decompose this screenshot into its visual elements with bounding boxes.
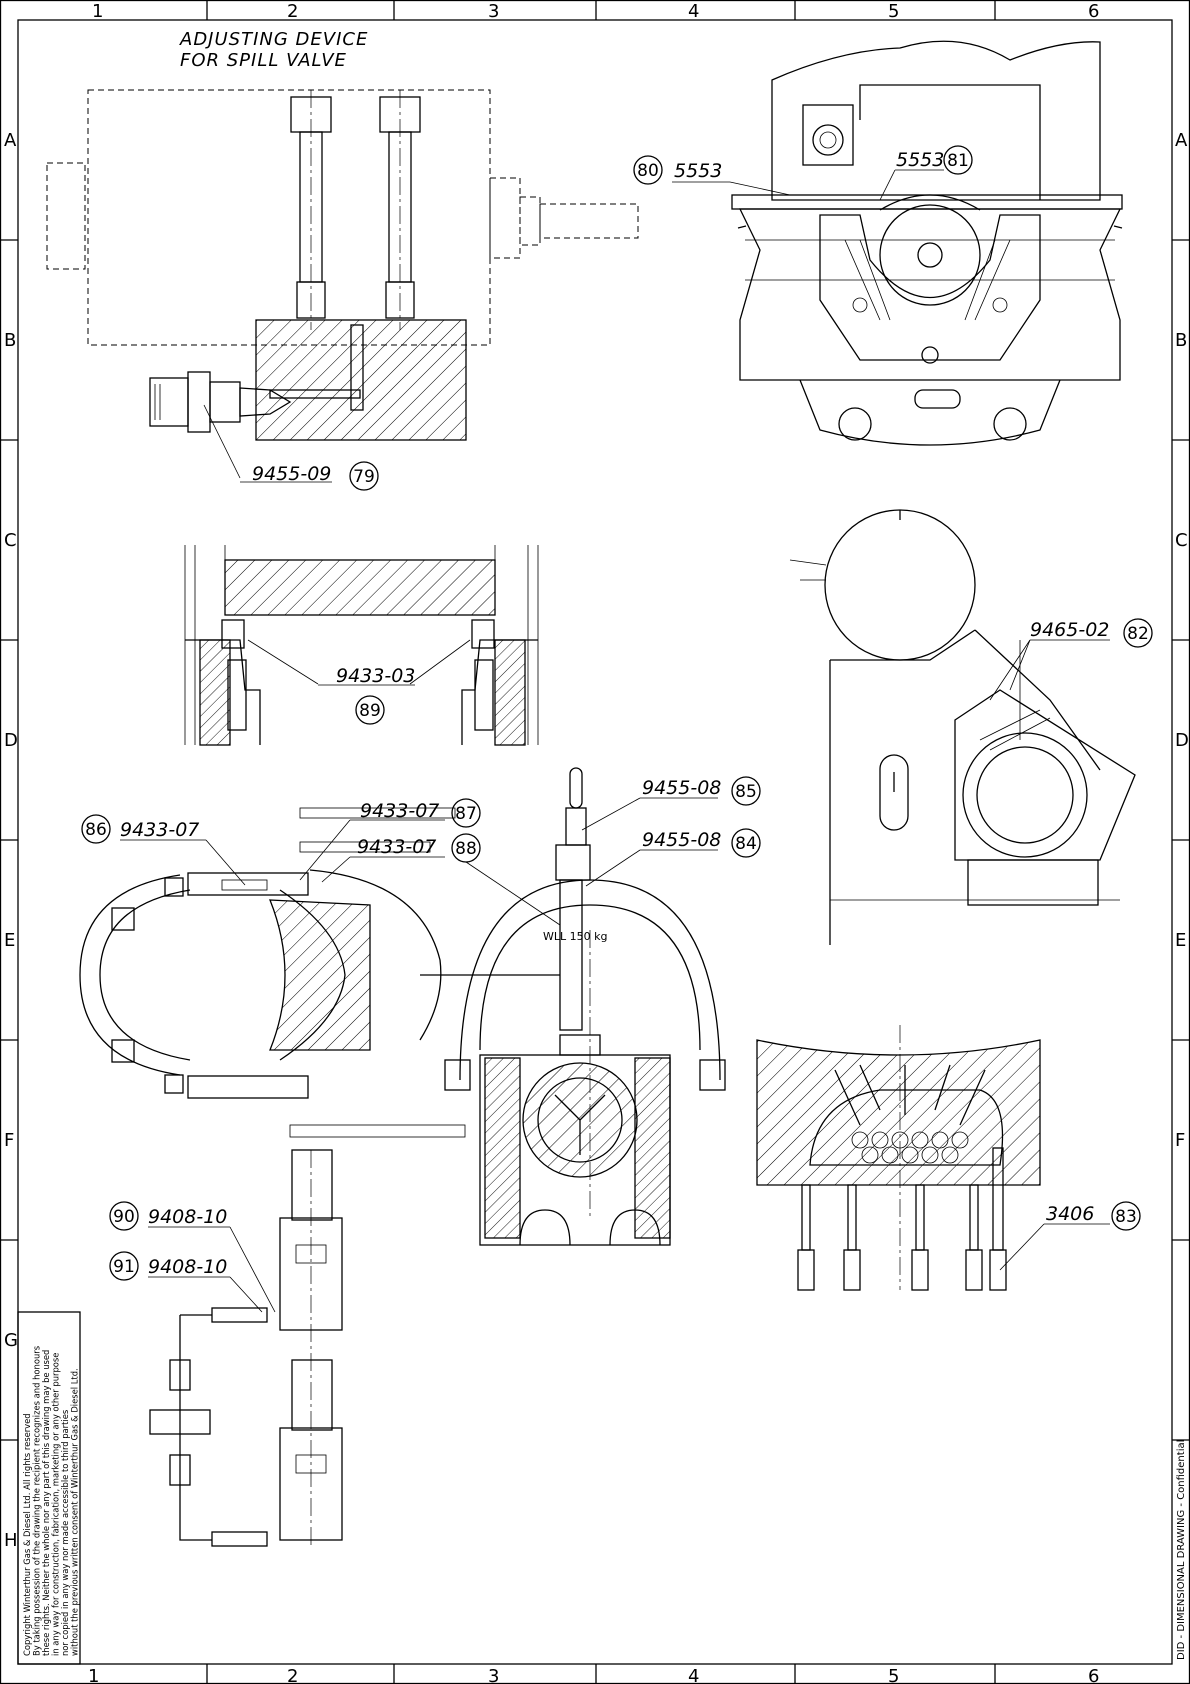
grid-col-label: 6 — [1088, 1, 1099, 22]
callout-bubble: 85 — [735, 782, 757, 802]
callout-bubble: 83 — [1115, 1207, 1137, 1227]
callout-item-81: 5553 81 — [879, 145, 973, 201]
callout-bubble: 86 — [85, 820, 107, 840]
grid-col-label: 2 — [287, 1666, 298, 1684]
callout-part: 9433-03 — [336, 665, 415, 687]
callout-bubble: 79 — [353, 467, 375, 487]
callout-bubble: 89 — [359, 701, 381, 721]
callout-item-89: 9433-03 89 — [318, 665, 415, 725]
callout-part: 3406 — [1046, 1203, 1094, 1225]
side-note: DID - DIMENSIONAL DRAWING - Confidential — [1172, 1439, 1190, 1660]
copyright-line: nor copied in any way nor made accessibl… — [60, 1410, 70, 1656]
view-title-line2: FOR SPILL VALVE — [180, 50, 347, 71]
grid-row-label: C — [4, 530, 17, 551]
grid-row-label: F — [4, 1130, 14, 1151]
callout-bubble: 84 — [735, 834, 757, 854]
grid-col-label: 4 — [688, 1, 699, 22]
grid-col-label: 4 — [688, 1666, 699, 1684]
copyright-line: By taking possession of the drawing the … — [32, 1346, 42, 1656]
grid-row-label: H — [4, 1530, 18, 1551]
grid-col-label: 1 — [88, 1666, 99, 1684]
callout-part: 5553 — [674, 160, 722, 182]
callout-bubble: 91 — [113, 1257, 135, 1277]
grid-row-label: A — [4, 130, 17, 151]
grid-row-labels-left: A B C D E F G H — [4, 130, 18, 1551]
callout-part: 9465-02 — [1030, 619, 1109, 641]
grid-col-label: 1 — [92, 1, 103, 22]
callout-bubble: 80 — [637, 161, 659, 181]
view-engine-frame — [731, 40, 1123, 446]
callout-part: 9433-07 — [120, 819, 199, 841]
callout-item-83: 3406 83 — [999, 1201, 1141, 1271]
grid-row-label: B — [1175, 330, 1187, 351]
copyright-line: these rights. Neither the whole nor any … — [41, 1350, 51, 1656]
copyright-line: Copyright Winterthur Gas & Diesel Ltd. A… — [22, 1413, 32, 1656]
callouts: 80 5553 5553 81 9455-09 79 9465-02 8 — [81, 145, 1153, 1313]
grid-col-label: 5 — [888, 1666, 899, 1684]
callout-part: 9455-08 — [642, 829, 721, 851]
callout-item-85: 9455-08 85 — [581, 776, 761, 831]
callout-bubble: 87 — [455, 804, 477, 824]
copyright-line: without the previous written consent of … — [70, 1368, 80, 1656]
grid-row-label: A — [1175, 130, 1188, 151]
grid-row-label: E — [1175, 930, 1186, 951]
grid-row-label: D — [4, 730, 18, 751]
grid-col-label: 3 — [488, 1666, 499, 1684]
view-adjusting-device: ADJUSTING DEVICE FOR SPILL VALVE — [46, 29, 639, 479]
grid-row-label: E — [4, 930, 15, 951]
callout-item-86: 86 9433-07 — [81, 814, 246, 886]
callout-part: 5553 — [896, 149, 944, 171]
copyright-block: Copyright Winterthur Gas & Diesel Ltd. A… — [17, 1311, 81, 1665]
callout-part: 9408-10 — [148, 1256, 227, 1278]
grid-row-labels-right: A B C D E F — [1175, 130, 1189, 1151]
callout-item-91: 91 9408-10 — [109, 1251, 263, 1313]
callout-item-79: 9455-09 79 — [240, 461, 379, 491]
view-lifting-tool: WLL 150 kg — [79, 767, 726, 1246]
view-hydraulic-jacks — [149, 1149, 343, 1547]
grid-col-label: 5 — [888, 1, 899, 22]
grid-column-labels-top: 1 2 3 4 5 6 — [92, 1, 1099, 22]
grid-row-label: G — [4, 1330, 18, 1351]
callout-bubble: 90 — [113, 1207, 135, 1227]
grid-col-label: 3 — [488, 1, 499, 22]
callout-item-84: 9455-08 84 — [585, 828, 761, 887]
grid-col-label: 2 — [287, 1, 298, 22]
copyright-line: in any way for construction, fabrication… — [51, 1353, 61, 1656]
callout-part: 9433-07 — [360, 800, 439, 822]
callout-part: 9408-10 — [148, 1206, 227, 1228]
grid-col-label: 6 — [1088, 1666, 1099, 1684]
grid-column-labels-bottom: 1 2 3 4 5 6 — [88, 1666, 1099, 1684]
callout-bubble: 82 — [1127, 624, 1149, 644]
view-manifold — [789, 509, 1136, 945]
callout-bubble: 81 — [947, 151, 969, 171]
callout-part: 9455-08 — [642, 777, 721, 799]
view-piston-crown — [756, 1025, 1041, 1291]
confidential-note: DID - DIMENSIONAL DRAWING - Confidential — [1176, 1440, 1187, 1660]
grid-row-label: C — [1175, 530, 1188, 551]
callout-item-90: 90 9408-10 — [109, 1201, 276, 1313]
callout-item-82: 9465-02 82 — [989, 618, 1153, 701]
callout-part: 9455-09 — [252, 463, 331, 485]
grid-row-label: B — [4, 330, 16, 351]
wll-label: WLL 150 kg — [543, 930, 607, 943]
callout-item-87: 9433-07 87 — [299, 798, 481, 881]
callout-item-80: 80 5553 — [633, 155, 791, 196]
callout-bubble: 88 — [455, 839, 477, 859]
grid-row-label: F — [1175, 1130, 1185, 1151]
view-bearing-cover — [184, 545, 539, 746]
callout-part: 9433-07 — [357, 836, 436, 858]
view-title-line1: ADJUSTING DEVICE — [179, 29, 368, 50]
grid-row-label: D — [1175, 730, 1189, 751]
callout-item-88: 9433-07 88 — [321, 833, 561, 926]
